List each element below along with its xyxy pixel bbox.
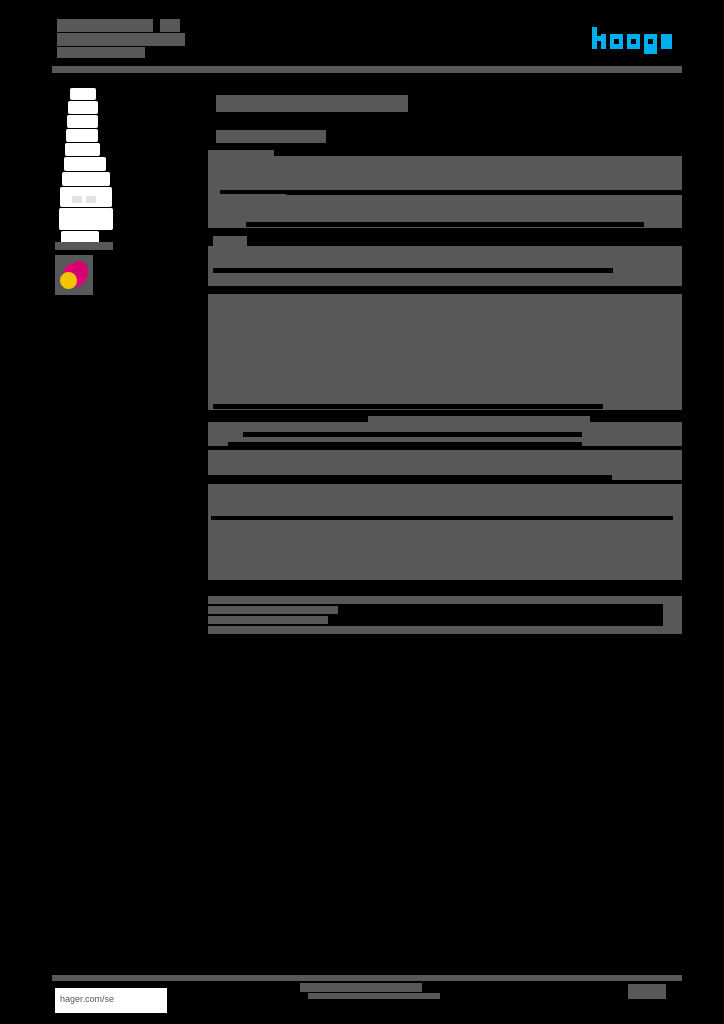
spec-group-7 [208,596,682,636]
row-cut-5 [213,404,603,409]
footer-divider [52,975,682,981]
row-label [216,536,276,544]
row-label [208,150,274,157]
document-title-line-3 [57,47,145,58]
row-cut-2 [246,222,644,227]
document-title-line-2 [57,33,185,46]
spec-group-4 [208,422,682,480]
row-label [216,524,274,534]
table-row [208,246,682,286]
row-cut-3 [213,236,247,246]
page-title [216,95,408,112]
page-footer [0,975,724,1020]
row-value [208,626,682,634]
spec-group-1 [208,150,682,238]
table-row [208,484,682,580]
row-label [216,568,266,576]
table-row [208,294,682,410]
row-value [208,556,682,562]
hager-logo [592,27,676,54]
section-subtitle [216,130,326,143]
row-value [208,606,338,614]
product-photo [58,88,114,246]
row-label [208,596,682,604]
footer-url-link[interactable]: hager.com/se [60,994,115,1004]
row-cut-10 [211,516,673,520]
footer-url-box [55,988,167,1013]
badge-yellow-circle [60,272,77,289]
table-row [208,156,682,190]
footer-page-number [628,984,666,999]
row-divider [208,190,220,194]
row-cut-6 [368,416,590,422]
row-value [208,616,328,624]
row-cut-8 [228,442,582,447]
product-caption [55,242,113,250]
spec-group-6 [208,524,682,578]
footer-center-text [300,983,422,992]
row-cut-9 [208,475,612,480]
spec-group-5 [208,484,682,580]
row-value [208,546,682,552]
spec-group-2 [208,236,682,286]
row-label [216,546,276,568]
row-cut-4 [213,268,613,273]
spec-group-3 [208,294,682,422]
footer-center-text-2 [308,993,440,999]
document-title-line-1 [57,19,153,32]
row-cut-7 [243,432,582,437]
certification-badge-icon [55,255,93,295]
page-header [0,0,724,80]
header-divider [52,66,682,73]
document-title-badge [160,19,180,32]
row-value [663,596,682,626]
row-cut-1 [286,190,682,195]
